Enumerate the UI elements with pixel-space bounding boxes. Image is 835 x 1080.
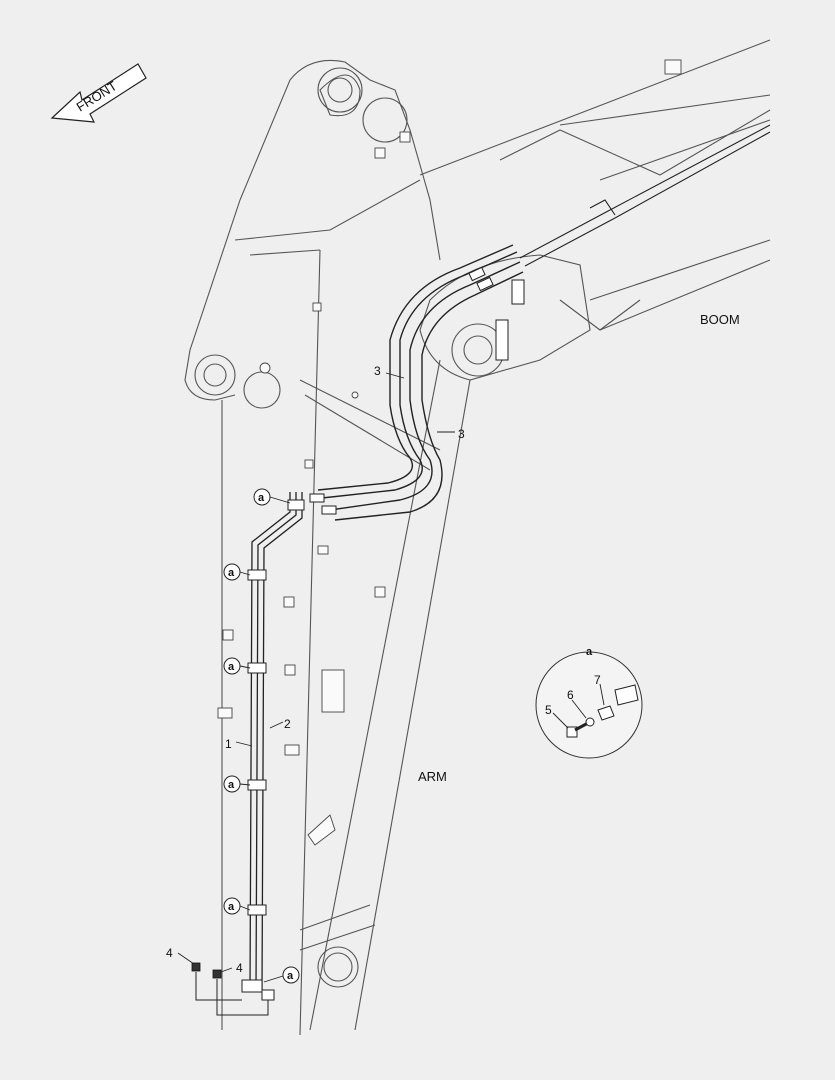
- clamp-ref-a-5: a: [223, 897, 251, 915]
- hose-assembly-3: [317, 244, 524, 521]
- boom-pipes: [519, 124, 771, 267]
- detail-part-5: 5: [545, 703, 552, 717]
- mounting-blocks: [217, 59, 682, 846]
- clamp-ref-label: a: [228, 661, 235, 673]
- callout-hose-3-lower: 3: [458, 427, 465, 441]
- nut-leader-lines: [195, 972, 269, 1016]
- hose-fittings: [309, 266, 525, 515]
- clamp-ref-label: a: [228, 567, 235, 579]
- clamp-ref-a-4: a: [223, 775, 251, 793]
- detail-part-6: 6: [567, 688, 574, 702]
- clamp-7-icon: [597, 684, 639, 721]
- callout-hose-3-upper: 3: [374, 364, 381, 378]
- clamp-ref-a-2: a: [223, 563, 251, 581]
- clamp-ref-label: a: [287, 970, 294, 982]
- clamp-ref-label: a: [258, 492, 265, 504]
- callout-pipe-1: 1: [225, 737, 232, 751]
- clamp-ref-a-1: a: [253, 488, 291, 506]
- clamp-ref-label: a: [228, 901, 235, 913]
- clamp-ref-label: a: [228, 779, 235, 791]
- nut-4-parts: [191, 962, 222, 979]
- pipe-clamps: [241, 499, 305, 1001]
- callout-pipe-2: 2: [284, 717, 291, 731]
- detail-view-a: a 5 6 7: [535, 646, 643, 759]
- arm-label: ARM: [418, 769, 447, 784]
- machine-outline: [184, 39, 771, 1036]
- front-arrow-icon: FRONT: [50, 63, 147, 123]
- callout-nut-4-right: 4: [236, 961, 243, 975]
- detail-title: a: [586, 646, 593, 658]
- clamp-ref-markers: a a a a a a: [223, 488, 300, 984]
- boom-label: BOOM: [700, 312, 740, 327]
- clamp-ref-a-3: a: [223, 657, 251, 675]
- callout-nut-4-left: 4: [166, 946, 173, 960]
- callout-leaders: [177, 372, 455, 973]
- washer-6-icon: [585, 717, 595, 727]
- clamp-ref-a-6: a: [263, 966, 300, 984]
- detail-part-7: 7: [594, 673, 601, 687]
